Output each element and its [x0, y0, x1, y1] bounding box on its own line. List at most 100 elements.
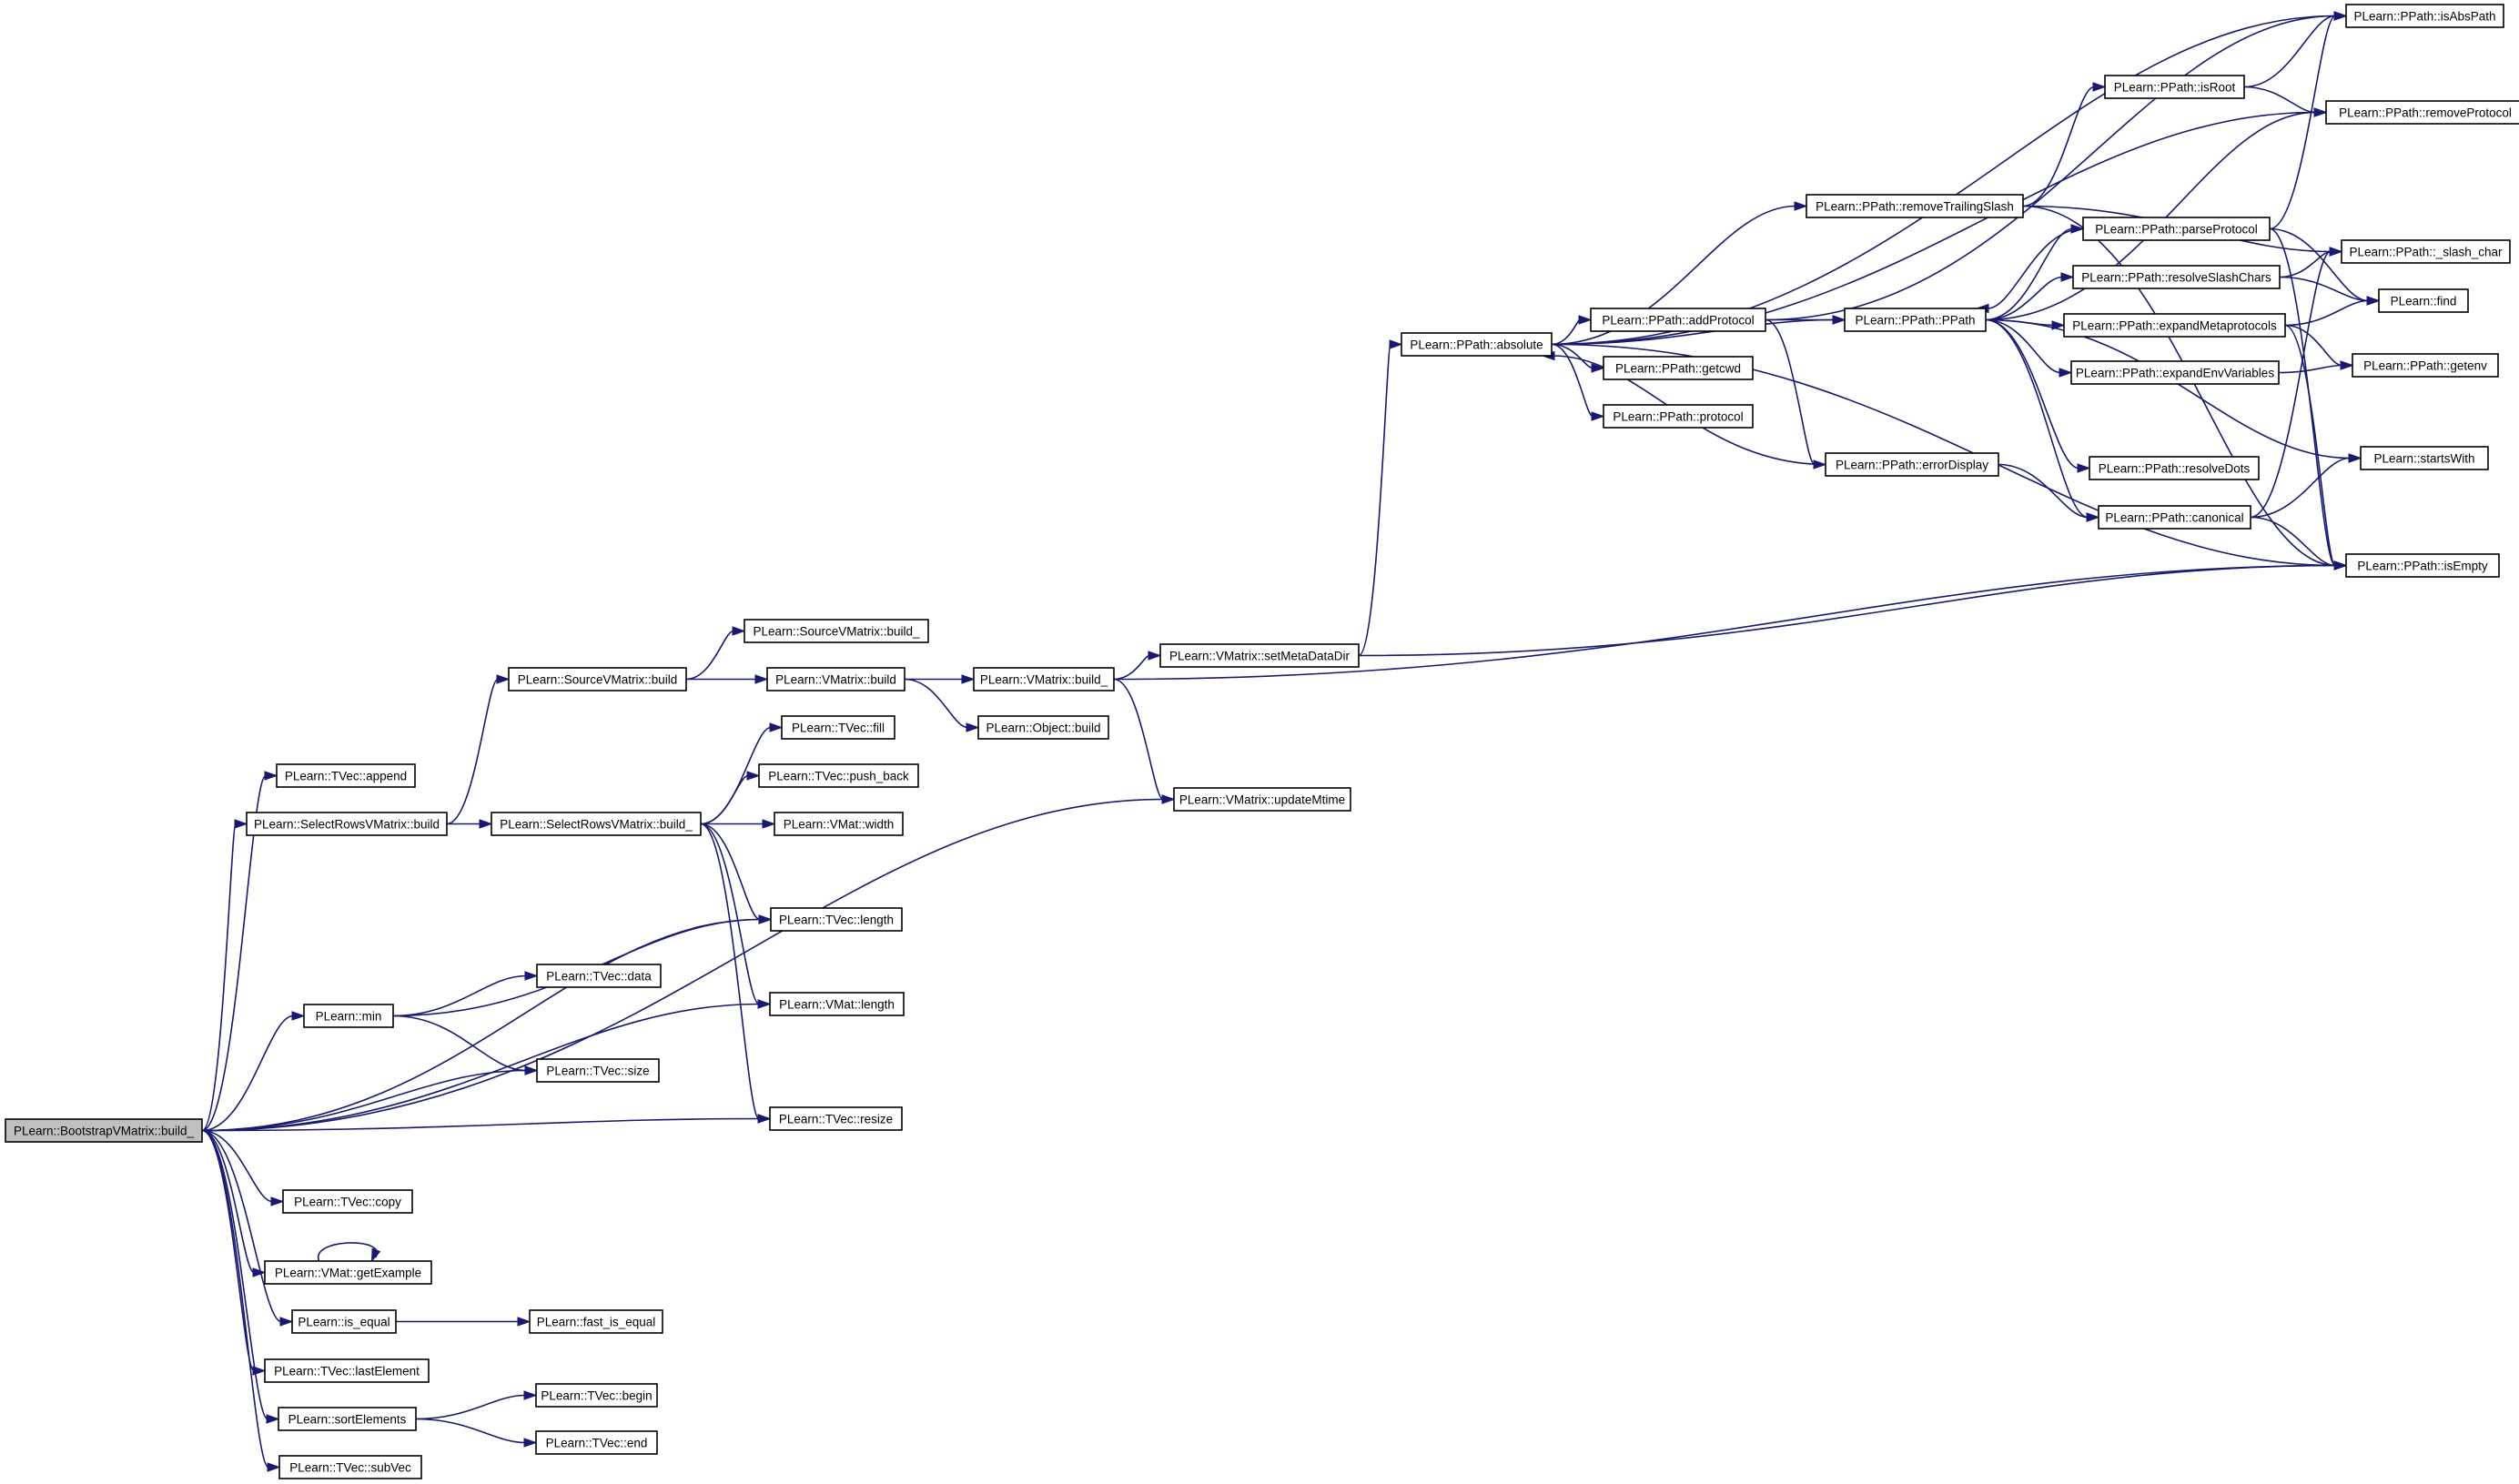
- node-tvec-copy[interactable]: PLearn::TVec::copy: [282, 1189, 413, 1214]
- node-box[interactable]: [2089, 456, 2260, 480]
- node-ppath-isempty[interactable]: PLearn::PPath::isEmpty: [2345, 553, 2500, 578]
- node-box[interactable]: [246, 812, 448, 836]
- node-ppath-getcwd[interactable]: PLearn::PPath::getcwd: [1603, 356, 1754, 380]
- node-ppath-isabspath[interactable]: PLearn::PPath::isAbsPath: [2345, 4, 2504, 28]
- node-box[interactable]: [529, 1309, 663, 1334]
- node-box[interactable]: [744, 619, 929, 643]
- node-ppath-ppath[interactable]: PLearn::PPath::PPath: [1844, 308, 1987, 332]
- node-box[interactable]: [2325, 100, 2519, 125]
- node-box[interactable]: [278, 1407, 417, 1431]
- node-min[interactable]: PLearn::min: [303, 1004, 394, 1028]
- node-tvec-end[interactable]: PLearn::TVec::end: [535, 1430, 658, 1455]
- node-fast-is-equal[interactable]: PLearn::fast_is_equal: [529, 1309, 663, 1334]
- node-vmat-width[interactable]: PLearn::VMat::width: [774, 812, 904, 836]
- node-tvec-lastelement[interactable]: PLearn::TVec::lastElement: [264, 1358, 430, 1383]
- node-ppath-resolveslashchars[interactable]: PLearn::PPath::resolveSlashChars: [2072, 265, 2281, 289]
- node-ppath-expandenvvariables[interactable]: PLearn::PPath::expandEnvVariables: [2070, 360, 2280, 385]
- node-setmetadatadir[interactable]: PLearn::VMatrix::setMetaDataDir: [1159, 643, 1360, 668]
- node-bootstrap-build-[interactable]: PLearn::BootstrapVMatrix::build_: [5, 1118, 203, 1143]
- node-box[interactable]: [5, 1118, 203, 1143]
- node-box[interactable]: [278, 1455, 422, 1479]
- node-tvec-begin[interactable]: PLearn::TVec::begin: [535, 1383, 658, 1408]
- node-box[interactable]: [973, 667, 1115, 692]
- node-ppath-slash-char[interactable]: PLearn::PPath::_slash_char: [2341, 239, 2511, 264]
- node-ppath-errordisplay[interactable]: PLearn::PPath::errorDisplay: [1825, 452, 1999, 477]
- node-box[interactable]: [2345, 4, 2504, 28]
- node-box[interactable]: [774, 812, 904, 836]
- node-tvec-length[interactable]: PLearn::TVec::length: [770, 907, 903, 932]
- node-ppath-resolvedots[interactable]: PLearn::PPath::resolveDots: [2089, 456, 2260, 480]
- node-box[interactable]: [2072, 265, 2281, 289]
- node-selrows-build-[interactable]: PLearn::SelectRowsVMatrix::build_: [491, 812, 702, 836]
- node-box[interactable]: [303, 1004, 394, 1028]
- node-ppath-canonical[interactable]: PLearn::PPath::canonical: [2098, 505, 2251, 530]
- node-ppath-addprotocol[interactable]: PLearn::PPath::addProtocol: [1590, 308, 1766, 332]
- node-box[interactable]: [1590, 308, 1766, 332]
- node-ppath-absolute[interactable]: PLearn::PPath::absolute: [1401, 332, 1553, 357]
- node-tvec-fill[interactable]: PLearn::TVec::fill: [781, 715, 895, 740]
- node-box[interactable]: [282, 1189, 413, 1214]
- node-selrows-build[interactable]: PLearn::SelectRowsVMatrix::build: [246, 812, 448, 836]
- node-tvec-resize[interactable]: PLearn::TVec::resize: [769, 1106, 903, 1131]
- node-box[interactable]: [1825, 452, 1999, 477]
- node-box[interactable]: [769, 992, 905, 1016]
- node-box[interactable]: [1603, 404, 1754, 429]
- node-vmat-length[interactable]: PLearn::VMat::length: [769, 992, 905, 1016]
- node-box[interactable]: [766, 667, 905, 692]
- node-ppath-parseprotocol[interactable]: PLearn::PPath::parseProtocol: [2082, 217, 2271, 241]
- node-box[interactable]: [2104, 75, 2245, 99]
- node-box[interactable]: [2345, 553, 2500, 578]
- node-box[interactable]: [2341, 239, 2511, 264]
- node-box[interactable]: [1401, 332, 1553, 357]
- node-updatemtime[interactable]: PLearn::VMatrix::updateMtime: [1173, 787, 1351, 812]
- node-box[interactable]: [264, 1358, 430, 1383]
- node-box[interactable]: [2378, 288, 2469, 313]
- node-box[interactable]: [276, 763, 416, 788]
- node-tvec-push-back[interactable]: PLearn::TVec::push_back: [758, 763, 919, 788]
- node-box[interactable]: [2070, 360, 2280, 385]
- node-ppath-protocol[interactable]: PLearn::PPath::protocol: [1603, 404, 1754, 429]
- node-box[interactable]: [2063, 313, 2286, 338]
- node-ppath-expandmetaprotocols[interactable]: PLearn::PPath::expandMetaprotocols: [2063, 313, 2286, 338]
- node-srcv-build-[interactable]: PLearn::SourceVMatrix::build_: [744, 619, 929, 643]
- node-vmat-getexample[interactable]: PLearn::VMat::getExample: [264, 1260, 432, 1285]
- node-box[interactable]: [1159, 643, 1360, 668]
- node-box[interactable]: [781, 715, 895, 740]
- node-object-build[interactable]: PLearn::Object::build: [977, 715, 1109, 740]
- node-srcv-build[interactable]: PLearn::SourceVMatrix::build: [508, 667, 687, 692]
- node-box[interactable]: [1806, 194, 2024, 218]
- node-tvec-append[interactable]: PLearn::TVec::append: [276, 763, 416, 788]
- node-ppath-removetrailingslash[interactable]: PLearn::PPath::removeTrailingSlash: [1806, 194, 2024, 218]
- node-ppath-isroot[interactable]: PLearn::PPath::isRoot: [2104, 75, 2245, 99]
- node-box[interactable]: [2082, 217, 2271, 241]
- node-box[interactable]: [1603, 356, 1754, 380]
- node-box[interactable]: [535, 1383, 658, 1408]
- node-box[interactable]: [508, 667, 687, 692]
- node-box[interactable]: [491, 812, 702, 836]
- node-box[interactable]: [2098, 505, 2251, 530]
- node-box[interactable]: [769, 1106, 903, 1131]
- node-box[interactable]: [536, 1058, 660, 1083]
- node-box[interactable]: [264, 1260, 432, 1285]
- node-box[interactable]: [758, 763, 919, 788]
- node-box[interactable]: [977, 715, 1109, 740]
- node-is-equal[interactable]: PLearn::is_equal: [291, 1309, 397, 1334]
- node-ppath-removeprotocol[interactable]: PLearn::PPath::removeProtocol: [2325, 100, 2519, 125]
- node-find[interactable]: PLearn::find: [2378, 288, 2469, 313]
- node-box[interactable]: [2352, 353, 2499, 378]
- node-box[interactable]: [291, 1309, 397, 1334]
- node-sortelements[interactable]: PLearn::sortElements: [278, 1407, 417, 1431]
- node-box[interactable]: [770, 907, 903, 932]
- node-tvec-data[interactable]: PLearn::TVec::data: [536, 964, 662, 988]
- node-box[interactable]: [1173, 787, 1351, 812]
- node-box[interactable]: [536, 964, 662, 988]
- node-box[interactable]: [2360, 446, 2489, 470]
- node-vmatrix-build-[interactable]: PLearn::VMatrix::build_: [973, 667, 1115, 692]
- node-tvec-subvec[interactable]: PLearn::TVec::subVec: [278, 1455, 422, 1479]
- node-box[interactable]: [1844, 308, 1987, 332]
- node-vmatrix-build[interactable]: PLearn::VMatrix::build: [766, 667, 905, 692]
- node-startswith[interactable]: PLearn::startsWith: [2360, 446, 2489, 470]
- node-tvec-size[interactable]: PLearn::TVec::size: [536, 1058, 660, 1083]
- node-ppath-getenv[interactable]: PLearn::PPath::getenv: [2352, 353, 2499, 378]
- node-box[interactable]: [535, 1430, 658, 1455]
